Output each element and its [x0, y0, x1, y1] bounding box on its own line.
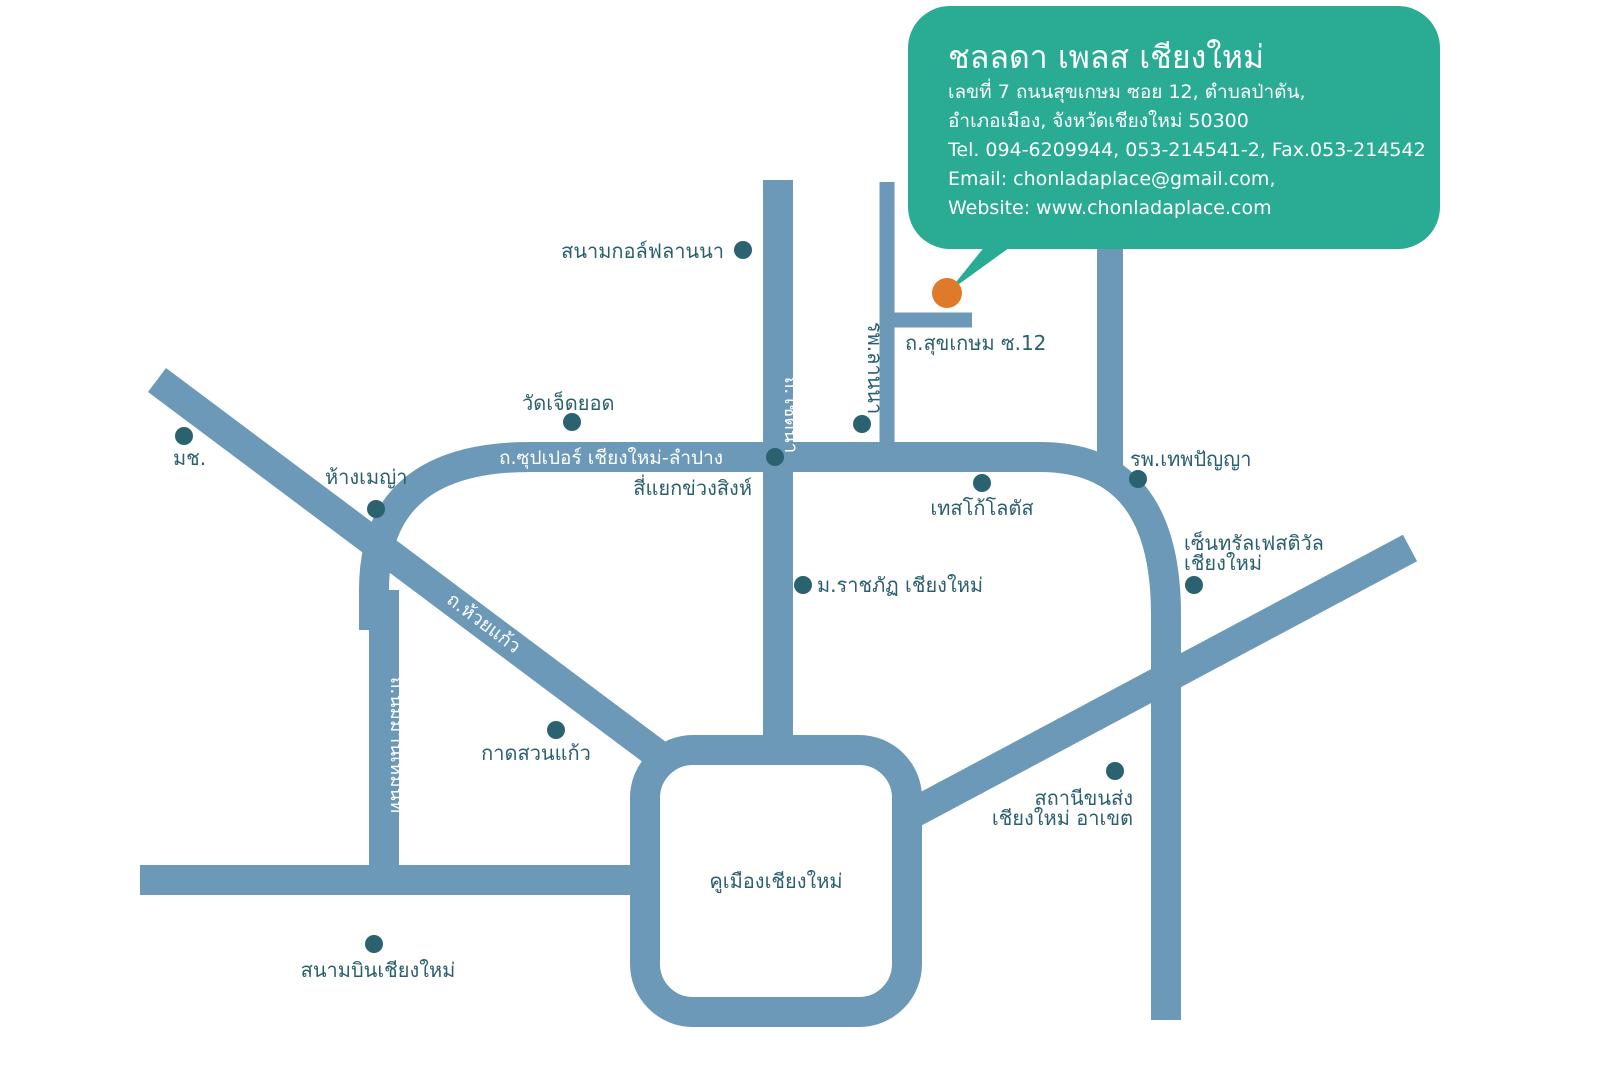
poi-theppanya: รพ.เทพปัญญา [1129, 447, 1252, 488]
road-label-lanna-hospital: รพ.ลานนา [863, 322, 887, 414]
poi-label: ม.ราชภัฏ เชียงใหม่ [817, 573, 983, 597]
poi-kadsuankaew: กาดสวนแก้ว [481, 721, 591, 765]
poi-golf: สนามกอล์ฟลานนา [561, 239, 752, 263]
address-line-2: อำเภอเมือง, จังหวัดเชียงใหม่ 50300 [948, 110, 1249, 132]
poi-airport: สนามบินเชียงใหม่ [301, 935, 456, 982]
poi-dot [973, 474, 991, 492]
poi-dot [1106, 762, 1124, 780]
bubble-box [908, 6, 1440, 249]
moat-label: คูเมืองเชียงใหม่ [709, 869, 842, 894]
poi-dot [1185, 576, 1203, 594]
poi-label: สี่แยกข่วงสิงห์ [633, 474, 752, 500]
road-label-nimman: ถ.นิมมานเหมินท์ [386, 677, 408, 813]
email-line[interactable]: Email: chonladaplace@gmail.com, [948, 168, 1275, 190]
poi-rajabhat: ม.ราชภัฏ เชียงใหม่ [794, 573, 983, 597]
poi-label-line1: เซ็นทรัลเฟสติวัล [1184, 530, 1324, 555]
poi-lanna-hospital [853, 415, 871, 433]
road-huaykaew [148, 367, 674, 773]
poi-dot [175, 427, 193, 445]
poi-central: เซ็นทรัลเฟสติวัล เชียงใหม่ [1184, 530, 1324, 594]
poi-label: เทสโก้โลตัส [930, 496, 1033, 520]
website-line[interactable]: Website: www.chonladaplace.com [948, 197, 1272, 219]
poi-dot [563, 413, 581, 431]
poi-label: ห้างเมญ่า [325, 465, 407, 489]
poi-label: สนามบินเชียงใหม่ [301, 958, 456, 982]
road-label-superhighway: ถ.ซุปเปอร์ เชียงใหม่-ลำปาง [499, 447, 723, 470]
poi-label: วัดเจ็ดยอด [522, 390, 614, 415]
poi-label: สนามกอล์ฟลานนา [561, 239, 724, 263]
poi-watjedyod: วัดเจ็ดยอด [522, 390, 614, 431]
moat-square [630, 735, 922, 1027]
poi-dot [367, 500, 385, 518]
poi-dot [734, 241, 752, 259]
road-label-huaykaew: ถ.ห้วยแก้ว [443, 588, 525, 658]
poi-dot [365, 935, 383, 953]
poi-bus-station: สถานีขนส่ง เชียงใหม่ อาเขต [992, 762, 1133, 830]
bubble-pointer [948, 240, 1020, 292]
road-southeast [907, 534, 1418, 826]
poi-dot [766, 448, 784, 466]
poi-label-line1: สถานีขนส่ง [1034, 786, 1133, 810]
poi-dot [794, 576, 812, 594]
poi-label: มช. [173, 446, 206, 470]
poi-cmu: มช. [173, 427, 206, 470]
info-bubble: ชลลดา เพลส เชียงใหม่ เลขที่ 7 ถนนสุขเกษม… [908, 6, 1440, 292]
road-label-sukkasem: ถ.สุขเกษม ซ.12 [905, 331, 1046, 356]
poi-intersection: สี่แยกข่วงสิงห์ [633, 448, 784, 500]
poi-label-line2: เชียงใหม่ [1184, 551, 1262, 575]
poi-label-line2: เชียงใหม่ อาเขต [992, 806, 1133, 830]
poi-dot [547, 721, 565, 739]
hotel-location-marker[interactable] [932, 278, 962, 308]
poi-dot [853, 415, 871, 433]
poi-dot [1129, 470, 1147, 488]
hotel-name: ชลลดา เพลส เชียงใหม่ [948, 38, 1264, 76]
roads [140, 180, 1418, 1027]
poi-label: รพ.เทพปัญญา [1130, 447, 1252, 471]
phone-line: Tel. 094-6209944, 053-214541-2, Fax.053-… [947, 139, 1426, 161]
poi-lotus: เทสโก้โลตัส [930, 474, 1034, 520]
road-superhighway [359, 441, 1181, 1020]
road-label-chotana: ถ.โชตนา [780, 377, 803, 454]
poi-label: กาดสวนแก้ว [481, 741, 591, 765]
address-line-1: เลขที่ 7 ถนนสุขเกษม ซอย 12, ตำบลป่าตัน, [948, 78, 1306, 104]
poi-maya: ห้างเมญ่า [325, 465, 407, 518]
